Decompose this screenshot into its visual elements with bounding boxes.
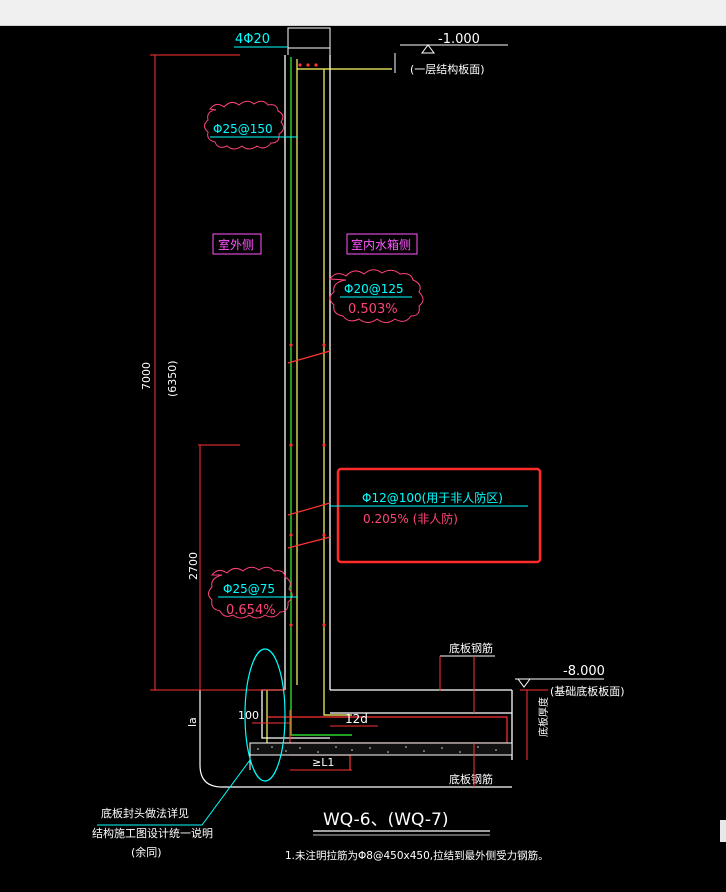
outer-vertical-rebar [290,57,352,736]
highlighted-spec[interactable]: Φ12@100(用于非人防区) 0.205% (非人防) [330,467,542,564]
elevation-top: -1.000 (一层结构板面) [394,32,508,76]
footnote: 1.未注明拉筋为Φ8@450x450,拉结到最外侧受力钢筋。 [285,849,549,862]
svg-text:WQ-6、(WQ-7): WQ-6、(WQ-7) [323,810,449,830]
dim-100-label: 100 [238,709,259,722]
svg-text:-1.000: -1.000 [438,32,480,47]
tie-rebars [287,350,331,549]
dim-la-label: la [186,717,199,727]
dimension-total-sub-label: (6350) [166,360,179,397]
slab-thickness-dim: 底板厚度 [526,690,550,760]
slab-end-curve [199,690,512,788]
svg-text:0.654%: 0.654% [226,603,276,618]
svg-text:底板钢筋: 底板钢筋 [449,772,493,786]
gravel-cushion [249,742,513,756]
svg-text:底板钢筋: 底板钢筋 [449,641,493,655]
svg-text:Φ12@100(用于非人防区): Φ12@100(用于非人防区) [362,490,503,505]
detail-leader [97,759,251,826]
slab-top-rebar-callout: 底板钢筋 [439,641,495,713]
slab-bottom-rebar-callout: 底板钢筋 [440,743,495,788]
dimension-lower-label: 2700 [187,552,200,580]
svg-text:底板封头做法详见: 底板封头做法详见 [101,806,189,820]
svg-text:室外侧: 室外侧 [218,237,254,252]
inner-side-label: 室内水箱侧 [346,233,418,255]
dimension-total [150,54,285,691]
dimension-total-label: 7000 [140,362,153,390]
svg-text:底板厚度: 底板厚度 [537,697,550,737]
scrollbar-stub[interactable] [720,820,726,842]
top-rebar-annotation: 4Φ20 [234,32,288,48]
elevation-bottom: -8.000 (基础底板板面) [515,664,625,698]
inner-vertical-rebar [266,59,392,743]
cloud-upper-outer: Φ25@150 [204,100,297,150]
cloud-inner-main: Φ20@125 0.503% [329,269,424,323]
outer-side-label: 室外侧 [212,233,262,255]
svg-text:4Φ20: 4Φ20 [235,32,270,47]
dim-12d-label: 12d [345,712,368,726]
dim-l1-label: ≥L1 [312,756,334,769]
wall-outline [261,55,513,760]
svg-text:(一层结构板面): (一层结构板面) [410,62,485,76]
svg-text:Φ25@75: Φ25@75 [223,582,275,596]
svg-text:(余同): (余同) [131,845,162,859]
slab-rebar [268,710,508,770]
svg-text:Φ20@125: Φ20@125 [344,282,404,296]
toolbar-strip [0,0,726,26]
svg-text:Φ25@150: Φ25@150 [213,122,273,136]
svg-text:0.503%: 0.503% [348,302,398,317]
cad-drawing-canvas[interactable]: .cy { fill: #00ffff; font-family: "DejaV… [0,25,726,892]
cloud-lower-outer: Φ25@75 0.654% [208,566,297,619]
svg-text:结构施工图设计统一说明: 结构施工图设计统一说明 [92,826,213,840]
svg-text:0.205% (非人防): 0.205% (非人防) [363,511,458,526]
drawing-title: WQ-6、(WQ-7) [313,810,490,836]
detail-ellipse [244,648,286,782]
svg-text:室内水箱侧: 室内水箱侧 [351,237,411,252]
svg-text:-8.000: -8.000 [563,664,605,679]
detail-note: 底板封头做法详见 结构施工图设计统一说明 (余同) [92,806,213,859]
svg-text:(基础底板板面): (基础底板板面) [550,684,625,698]
rebar-dots [289,63,326,627]
dimension-lower [198,444,240,690]
top-beam-hatch [287,27,331,55]
